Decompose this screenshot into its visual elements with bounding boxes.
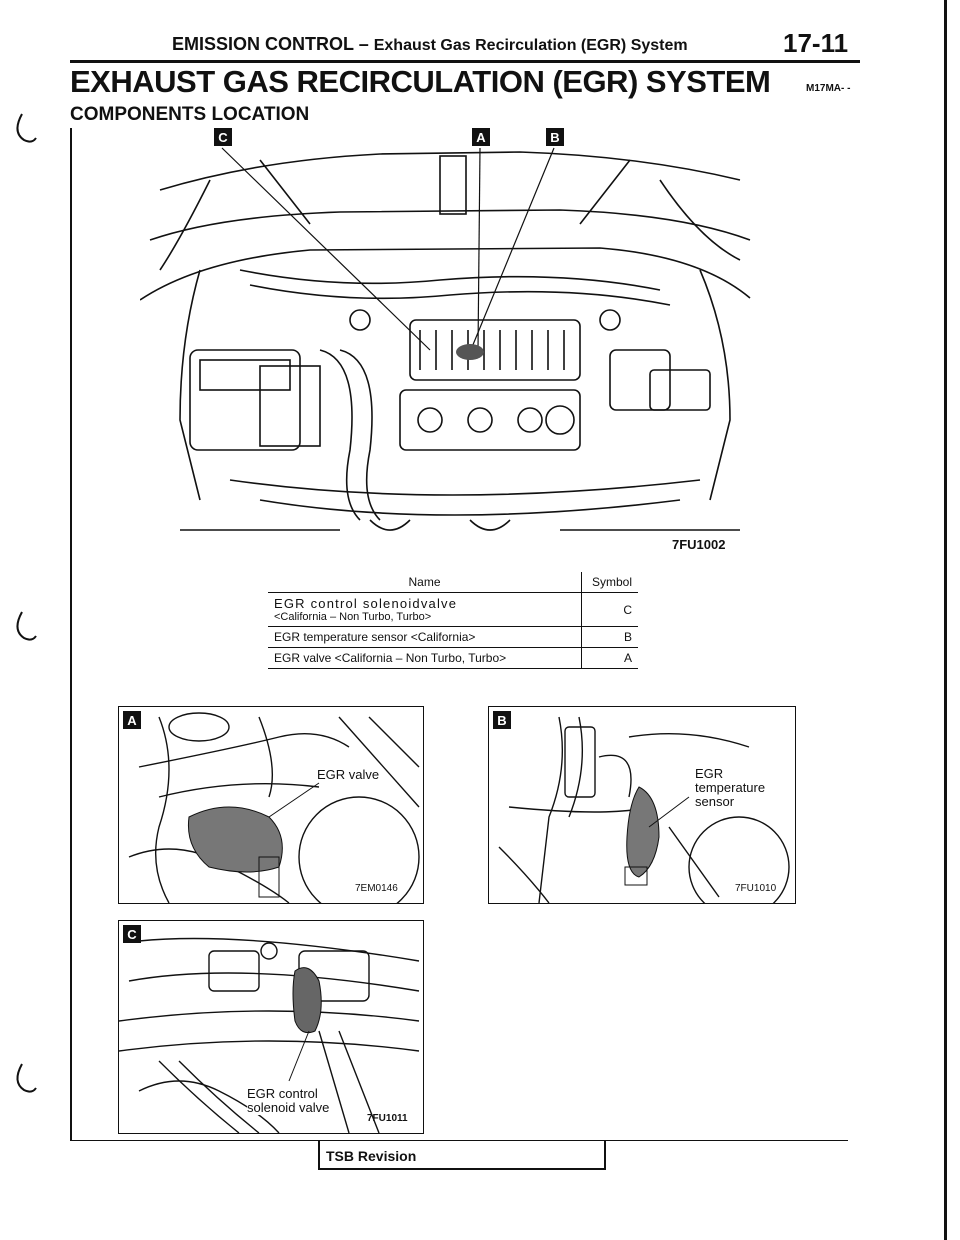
table-row: EGR temperature sensor <California> B: [268, 626, 638, 648]
binding-mark-middle: [16, 611, 37, 641]
marker-c: C: [214, 128, 232, 146]
egr-temperature-sensor-illustration: [498, 716, 790, 903]
marker-b: B: [546, 128, 564, 146]
row-symbol: B: [581, 626, 638, 648]
table-header-name: Name: [268, 572, 582, 593]
footer-rule: [70, 1140, 848, 1141]
table-row: EGR control solenoidvalve <California – …: [268, 592, 638, 627]
detail-figure-a: A EGR valve 7EM0146: [118, 706, 424, 904]
egr-control-solenoid-valve-label: EGR control solenoid valve: [247, 1086, 330, 1115]
header-dash: –: [358, 34, 369, 54]
detail-a-ref: 7EM0146: [355, 883, 398, 894]
binding-mark-bottom: [16, 1063, 37, 1093]
tsb-revision-box: TSB Revision: [318, 1140, 606, 1170]
binding-mark-top: [16, 113, 37, 143]
egr-valve-label: EGR valve: [317, 767, 380, 782]
detail-c-ref: 7FU1011: [367, 1113, 408, 1124]
components-table: Name Symbol EGR control solenoidvalve <C…: [268, 572, 638, 669]
egr-temperature-sensor-label: EGR temperature sensor: [695, 766, 766, 809]
header-subsection: Exhaust Gas Recirculation (EGR) System: [373, 37, 688, 54]
figure-ref-main: 7FU1002: [672, 537, 726, 552]
detail-c-marker: C: [123, 925, 141, 943]
detail-a-marker: A: [123, 711, 141, 729]
row-note: <California – Non Turbo, Turbo>: [274, 611, 432, 623]
running-header: EMISSION CONTROL – Exhaust Gas Recircula…: [172, 34, 688, 55]
document-code: M17MA- -: [806, 83, 851, 94]
page-title: EXHAUST GAS RECIRCULATION (EGR) SYSTEM: [70, 64, 771, 99]
detail-figure-b: B EGR temperature sensor 7FU1010: [488, 706, 796, 904]
engine-bay-illustration: [140, 147, 751, 531]
row-symbol: A: [581, 647, 638, 669]
table-header-row: Name Symbol: [268, 572, 638, 593]
page-edge-rule: [944, 0, 947, 1240]
row-name: EGR valve <California – Non Turbo, Turbo…: [268, 647, 582, 669]
detail-figure-c: C EGR control solenoid valve 7FU1011: [118, 920, 424, 1134]
egr-valve-illustration: [128, 712, 420, 903]
detail-b-marker: B: [493, 711, 511, 729]
marker-a: A: [472, 128, 490, 146]
detail-b-ref: 7FU1010: [735, 883, 777, 894]
section-subtitle: COMPONENTS LOCATION: [70, 104, 310, 125]
egr-control-solenoid-valve-illustration: [119, 937, 420, 1133]
table-header-symbol: Symbol: [581, 572, 638, 593]
header-section: EMISSION CONTROL: [172, 34, 354, 54]
row-name: EGR control solenoidvalve: [274, 596, 458, 611]
row-name: EGR temperature sensor <California>: [268, 626, 582, 648]
table-row: EGR valve <California – Non Turbo, Turbo…: [268, 647, 638, 669]
header-rule: [70, 60, 860, 63]
page-number: 17-11: [783, 28, 849, 58]
row-symbol: C: [581, 592, 638, 627]
content-margin-rule: [70, 128, 72, 1140]
